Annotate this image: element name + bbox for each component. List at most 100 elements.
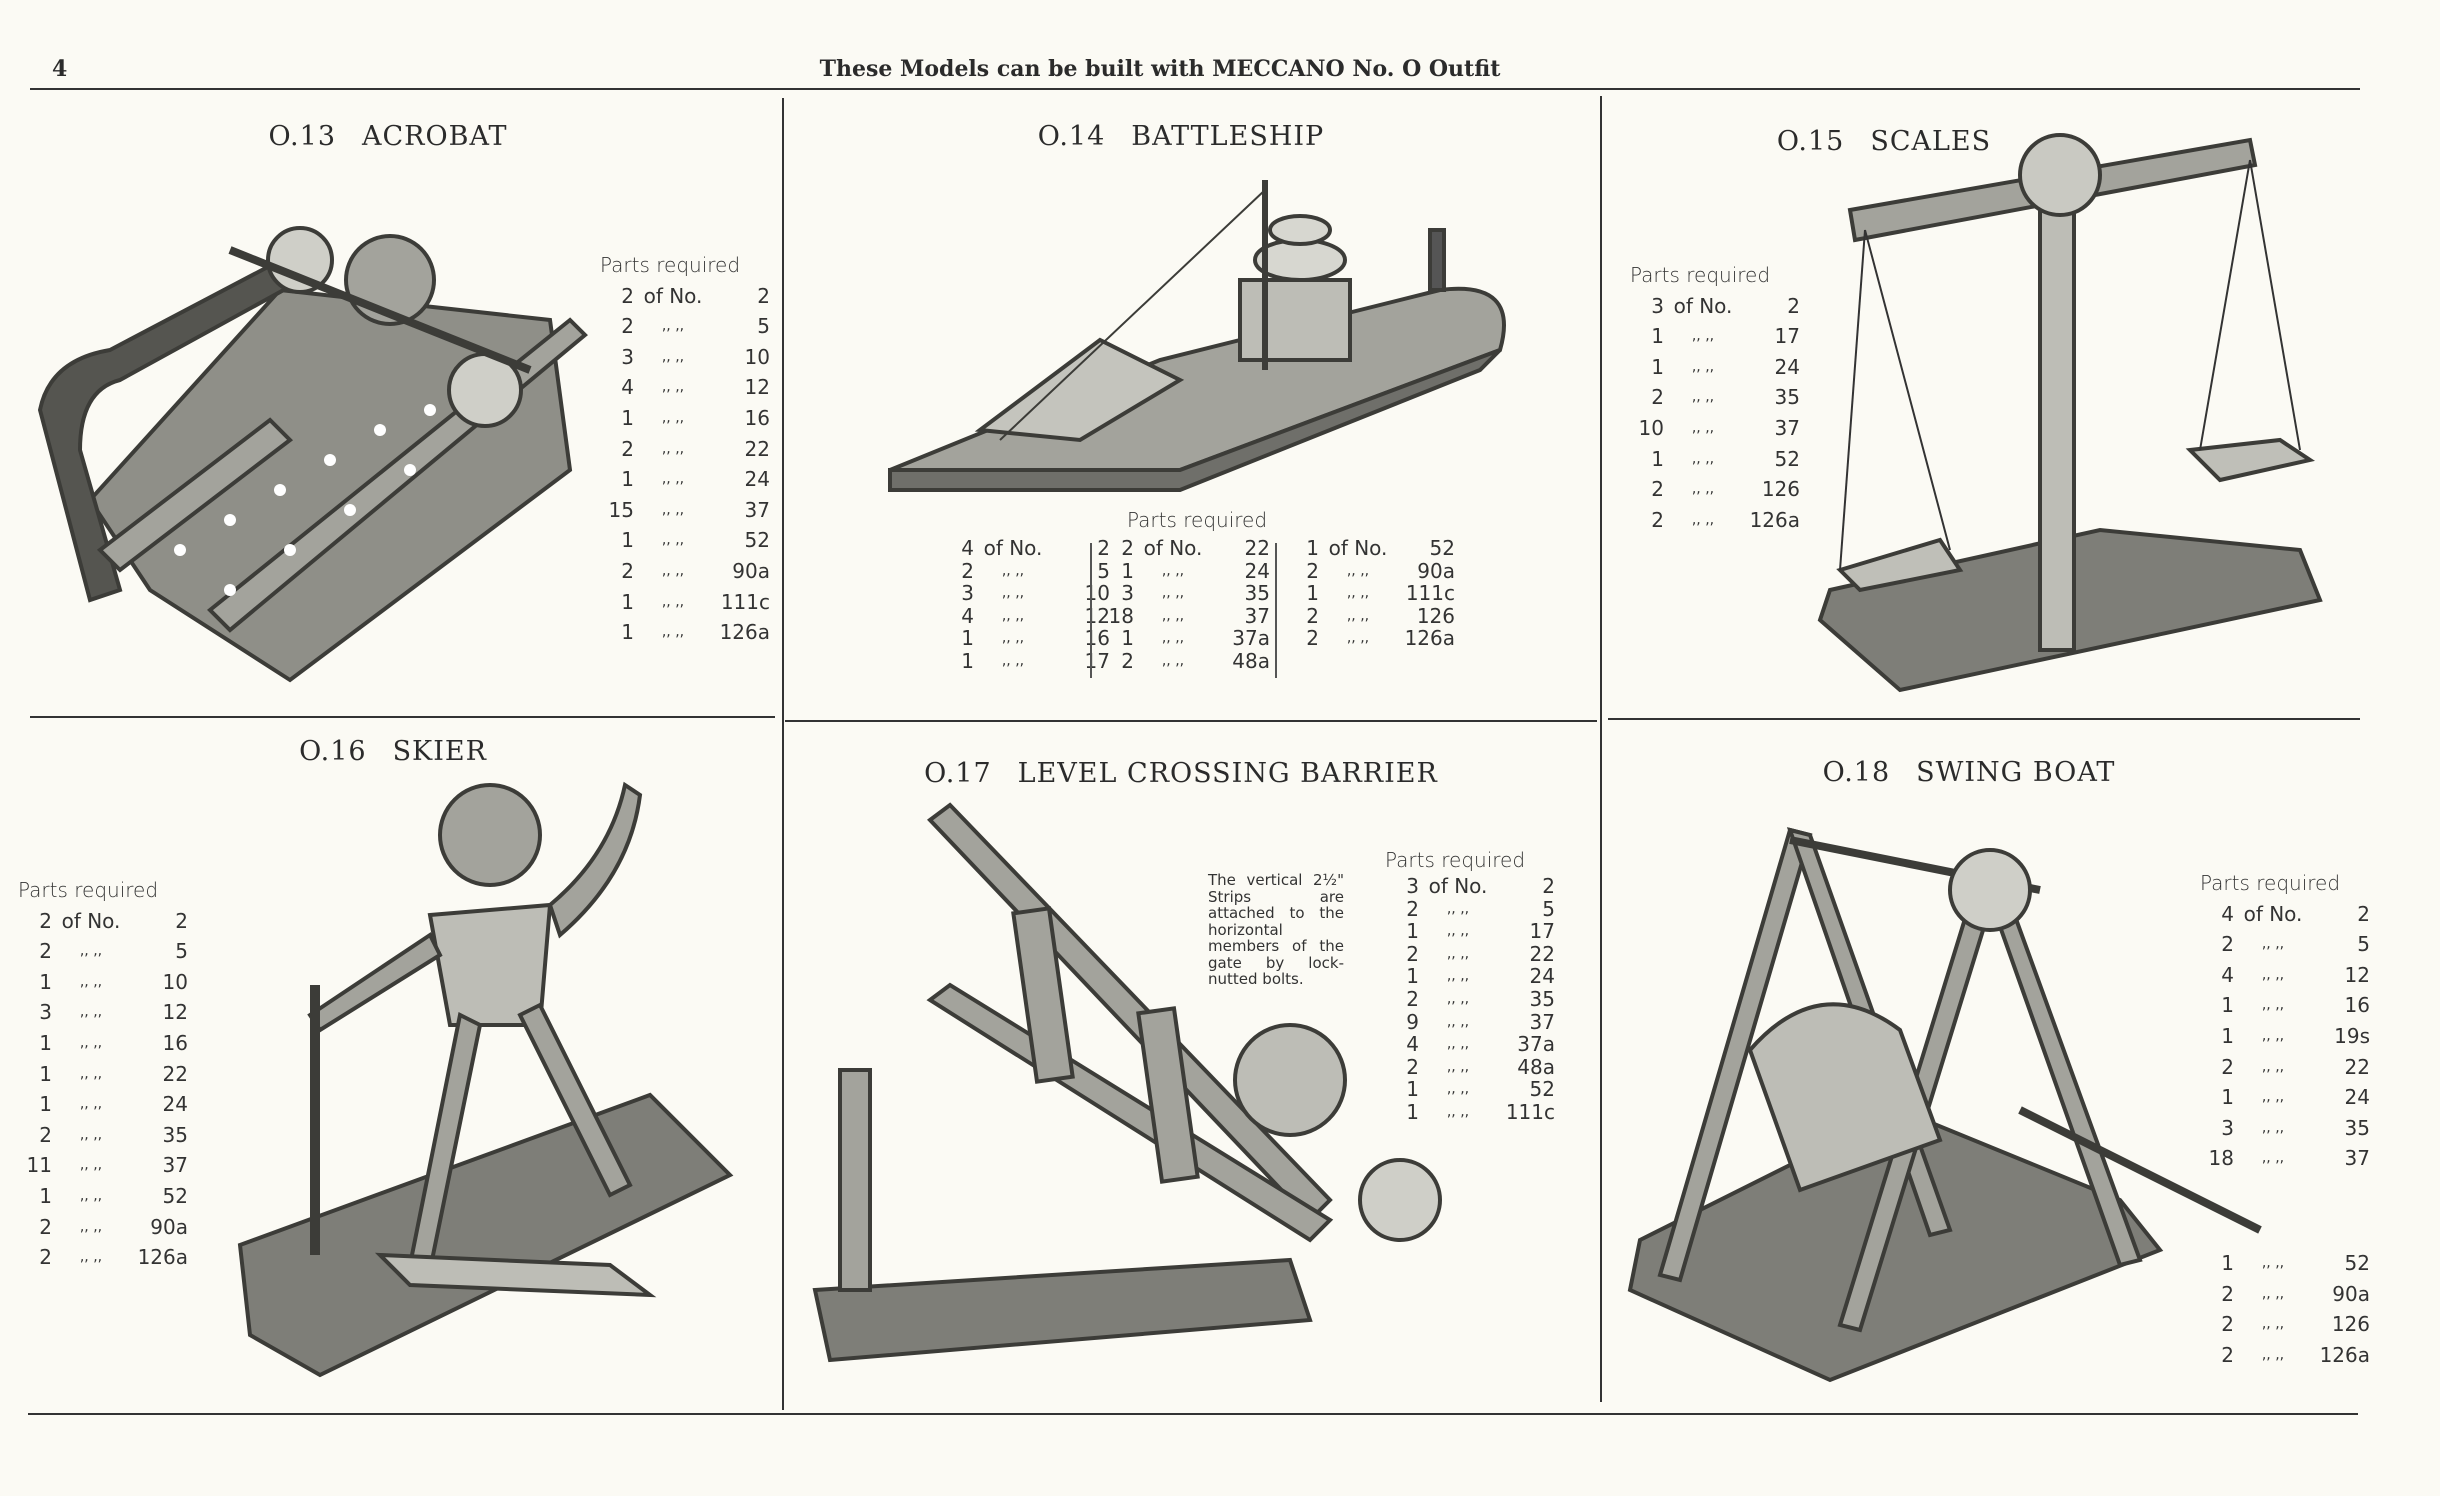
part-quantity: 2	[1406, 1054, 1419, 1079]
part-quantity: 4	[1406, 1032, 1419, 1057]
part-number: 37	[1244, 603, 1270, 628]
part-quantity: 1	[1121, 558, 1134, 583]
part-number: 12	[2344, 962, 2370, 987]
part-number: 5	[175, 939, 188, 964]
ditto-marks: ,, ,,	[1446, 900, 1470, 917]
parts-row: 4,, ,,12	[940, 605, 1110, 628]
parts-row: 1,, ,,19s	[2200, 1021, 2370, 1052]
part-quantity: 3	[1406, 874, 1419, 898]
part-quantity: 3	[1121, 581, 1134, 606]
of-no-label: of No.	[643, 283, 703, 308]
parts-heading: Parts required	[1127, 508, 1268, 532]
part-number: 52	[1529, 1077, 1555, 1102]
ditto-marks: ,, ,,	[661, 532, 685, 549]
part-quantity: 1	[621, 528, 634, 553]
part-quantity: 18	[2208, 1146, 2234, 1171]
part-quantity: 2	[2221, 932, 2234, 957]
part-number: 126	[1761, 477, 1800, 502]
parts-row: 3,, ,,12	[18, 997, 188, 1028]
ditto-marks: ,, ,,	[79, 943, 103, 960]
part-number: 52	[2344, 1251, 2370, 1275]
parts-row: 3,, ,,35	[1100, 582, 1270, 605]
ditto-marks: ,, ,,	[79, 1004, 103, 1021]
part-quantity: 2	[621, 436, 634, 461]
part-quantity: 2	[1121, 536, 1134, 560]
part-number: 24	[162, 1092, 188, 1117]
ditto-marks: ,, ,,	[661, 348, 685, 365]
part-number: 5	[757, 314, 770, 339]
part-quantity: 1	[1406, 919, 1419, 944]
part-number: 24	[1529, 964, 1555, 989]
parts-heading: Parts required	[18, 878, 159, 902]
part-quantity: 1	[39, 1183, 52, 1208]
parts-row: 1,, ,,17	[1385, 920, 1555, 943]
parts-row: 1,, ,,22	[18, 1059, 188, 1090]
part-quantity: 2	[621, 283, 634, 308]
parts-row: 2,, ,,22	[600, 434, 770, 465]
row-divider-right	[1608, 718, 2360, 720]
ditto-marks: ,, ,,	[2261, 1089, 2285, 1106]
battleship-illustration	[888, 180, 1506, 492]
part-quantity: 2	[1651, 385, 1664, 410]
row-divider-mid	[785, 720, 1597, 722]
part-quantity: 2	[1406, 941, 1419, 966]
ditto-marks: ,, ,,	[1691, 481, 1715, 498]
part-quantity: 1	[39, 1030, 52, 1055]
part-number: 2	[1542, 874, 1555, 898]
parts-row: 1,, ,,16	[18, 1028, 188, 1059]
part-quantity: 2	[1406, 986, 1419, 1011]
ditto-marks: ,, ,,	[661, 440, 685, 457]
part-number: 17	[1529, 919, 1555, 944]
ditto-marks: ,, ,,	[1691, 419, 1715, 436]
part-quantity: 2	[1306, 603, 1319, 628]
level-crossing-illustration	[812, 802, 1442, 1363]
parts-heading: Parts required	[1630, 263, 1771, 287]
parts-row: 4,, ,,12	[600, 372, 770, 403]
part-number: 5	[2357, 932, 2370, 957]
ditto-marks: ,, ,,	[1446, 1013, 1470, 1030]
ditto-marks: ,, ,,	[1346, 585, 1370, 602]
part-number: 126a	[1404, 626, 1455, 651]
part-number: 24	[1774, 354, 1800, 379]
part-quantity: 2	[39, 1214, 52, 1239]
parts-row: 1,, ,,24	[1385, 965, 1555, 988]
part-number: 16	[744, 405, 770, 430]
ditto-marks: ,, ,,	[2261, 1346, 2285, 1363]
part-number: 12	[162, 1000, 188, 1025]
parts-row: 11,, ,,37	[18, 1150, 188, 1181]
parts-row: 1,, ,,16	[940, 627, 1110, 650]
parts-row: 2,, ,,126a	[2200, 1340, 2370, 1371]
parts-row: 1,, ,,24	[2200, 1082, 2370, 1113]
parts-row: 2,, ,,90a	[1285, 559, 1455, 583]
parts-row: 1,, ,,52	[1630, 444, 1800, 475]
assembly-note-o17: The vertical 2½" Strips are attached to …	[1208, 871, 1344, 988]
ditto-marks: ,, ,,	[79, 1157, 103, 1174]
part-number: 16	[162, 1030, 188, 1055]
part-quantity: 1	[621, 589, 634, 614]
part-number: 111c	[1405, 581, 1455, 606]
part-quantity: 1	[621, 467, 634, 492]
part-number: 111c	[720, 589, 770, 614]
part-number: 5	[1097, 558, 1110, 583]
part-number: 35	[1529, 986, 1555, 1011]
ditto-marks: ,, ,,	[79, 1096, 103, 1113]
ditto-marks: ,, ,,	[1446, 1081, 1470, 1098]
parts-row: 2,, ,,35	[1385, 988, 1555, 1011]
part-quantity: 2	[2221, 1342, 2234, 1367]
ditto-marks: ,, ,,	[2261, 1027, 2285, 1044]
parts-row: 4,, ,,12	[2200, 960, 2370, 991]
parts-row: 2,, ,,5	[1385, 897, 1555, 921]
part-number: 35	[1774, 385, 1800, 410]
part-number: 22	[2344, 1054, 2370, 1079]
part-number: 37	[744, 497, 770, 522]
ditto-marks: ,, ,,	[79, 1249, 103, 1266]
column-separator	[1090, 543, 1092, 678]
ditto-marks: ,, ,,	[1001, 607, 1025, 624]
part-number: 35	[2344, 1115, 2370, 1140]
